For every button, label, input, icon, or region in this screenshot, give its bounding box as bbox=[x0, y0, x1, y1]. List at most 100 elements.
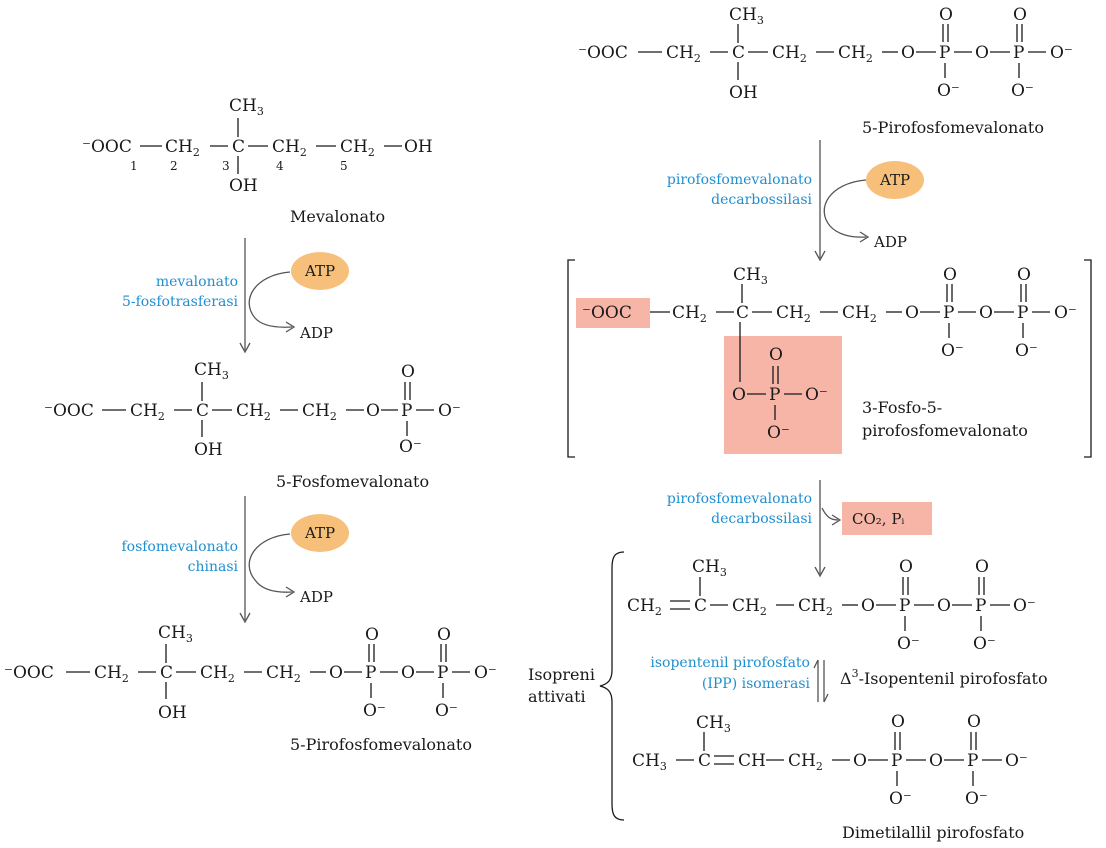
svg-text:⁻OOC: ⁻OOC bbox=[582, 303, 632, 323]
svg-text:C: C bbox=[694, 596, 707, 616]
dmapp-structure: CH3 C CH3 CH CH2 O P O O⁻ O P O O⁻ O⁻ bbox=[632, 712, 1028, 809]
svg-text:OH: OH bbox=[229, 176, 258, 196]
svg-text:CH2: CH2 bbox=[672, 303, 707, 325]
svg-text:C: C bbox=[736, 303, 749, 323]
highlight-carboxylate bbox=[576, 298, 650, 328]
enzyme-5-line2: (IPP) isomerasi bbox=[702, 676, 811, 692]
svg-text:P: P bbox=[891, 751, 902, 771]
group-label-line1: Isopreni bbox=[528, 665, 595, 684]
pirofosfomevalonato-structure-right: ⁻OOC CH2 C CH3 OH CH2 CH2 O P O O⁻ O P O… bbox=[578, 5, 1073, 103]
svg-text:O: O bbox=[769, 345, 783, 365]
highlight-co2-pi bbox=[842, 502, 932, 535]
svg-text:P: P bbox=[401, 401, 412, 421]
svg-text:C: C bbox=[732, 43, 745, 63]
atp-label-2: ATP bbox=[304, 524, 335, 542]
svg-text:O: O bbox=[899, 557, 913, 577]
svg-text:CH3: CH3 bbox=[632, 751, 667, 773]
svg-text:CH2: CH2 bbox=[838, 43, 873, 65]
svg-text:CH2: CH2 bbox=[732, 596, 767, 618]
svg-text:CH3: CH3 bbox=[692, 557, 727, 579]
svg-text:O⁻: O⁻ bbox=[1011, 81, 1034, 101]
atp-label-1: ATP bbox=[304, 262, 335, 280]
svg-text:CH3: CH3 bbox=[733, 265, 768, 287]
svg-text:CH2: CH2 bbox=[627, 596, 662, 618]
svg-text:C: C bbox=[232, 137, 245, 157]
co2-pi-label: CO₂, Pᵢ bbox=[852, 510, 904, 528]
step-1-arrow bbox=[239, 238, 296, 354]
svg-text:P: P bbox=[1013, 43, 1024, 63]
svg-text:O⁻: O⁻ bbox=[438, 401, 461, 421]
svg-text:CH2: CH2 bbox=[842, 303, 877, 325]
ipp-structure: CH2 C CH3 CH2 CH2 O P O O⁻ O P O O⁻ O⁻ bbox=[627, 557, 1036, 654]
svg-text:O: O bbox=[853, 751, 867, 771]
svg-text:CH3: CH3 bbox=[696, 713, 731, 735]
label-pirofosfomevalonato-left: 5-Pirofosfomevalonato bbox=[290, 735, 472, 754]
svg-text:CH2: CH2 bbox=[776, 303, 811, 325]
enzyme-4-line2: decarbossilasi bbox=[711, 511, 812, 527]
svg-text:CH3: CH3 bbox=[194, 360, 229, 382]
svg-text:O⁻: O⁻ bbox=[435, 701, 458, 721]
svg-text:O⁻: O⁻ bbox=[941, 341, 964, 361]
svg-text:O⁻: O⁻ bbox=[965, 789, 988, 809]
isomerase-equilibrium-arrows bbox=[813, 659, 829, 703]
svg-text:O: O bbox=[975, 43, 989, 63]
svg-text:C: C bbox=[160, 663, 173, 683]
svg-text:CH2: CH2 bbox=[798, 596, 833, 618]
svg-text:CH2: CH2 bbox=[302, 401, 337, 423]
step-4-arrow bbox=[814, 480, 842, 578]
svg-text:P: P bbox=[943, 303, 954, 323]
label-dmapp: Dimetilallil pirofosfato bbox=[842, 823, 1024, 842]
svg-text:P: P bbox=[967, 751, 978, 771]
step-3-arrow bbox=[814, 140, 870, 262]
intermediate-bracket bbox=[567, 259, 1092, 458]
atp-label-3: ATP bbox=[879, 171, 910, 189]
svg-text:O: O bbox=[437, 625, 451, 645]
svg-text:O: O bbox=[366, 401, 380, 421]
label-pirofosfomevalonato-right: 5-Pirofosfomevalonato bbox=[862, 118, 1044, 137]
svg-text:P: P bbox=[437, 663, 448, 683]
fosfomevalonato-structure: ⁻OOC CH2 C CH3 OH CH2 CH2 O P O O⁻ O⁻ bbox=[44, 360, 461, 460]
enzyme-3-line1: pirofosfomevalonato bbox=[667, 172, 812, 188]
svg-text:C: C bbox=[196, 401, 209, 421]
svg-text:CH2: CH2 bbox=[94, 663, 129, 685]
pirofosfomevalonato-structure-left: ⁻OOC CH2 C CH3 OH CH2 CH2 O P O O⁻ O P O… bbox=[4, 623, 497, 723]
svg-text:O⁻: O⁻ bbox=[1013, 596, 1036, 616]
svg-text:O: O bbox=[891, 712, 905, 732]
enzyme-1-line2: 5-fosfotrasferasi bbox=[122, 294, 239, 310]
svg-text:O: O bbox=[401, 362, 415, 382]
carboxylate-group: ⁻OOC bbox=[82, 137, 132, 157]
carbon-number-5: 5 bbox=[340, 159, 348, 173]
carbon-number-4: 4 bbox=[276, 159, 284, 173]
svg-text:O: O bbox=[929, 751, 943, 771]
svg-text:CH2: CH2 bbox=[772, 43, 807, 65]
svg-text:P: P bbox=[939, 43, 950, 63]
label-ipp: Δ3-Isopentenil pirofosfato bbox=[840, 667, 1048, 688]
highlight-phosphate bbox=[724, 336, 842, 454]
mevalonato-structure: ⁻OOC CH2 C CH3 OH CH2 CH2 OH 1 2 3 4 5 bbox=[82, 96, 433, 196]
label-fosfo-line1: 3-Fosfo-5- bbox=[862, 398, 942, 417]
svg-text:O⁻: O⁻ bbox=[973, 634, 996, 654]
enzyme-4-line1: pirofosfomevalonato bbox=[667, 491, 812, 507]
fosfo-pirofosfomevalonato-structure: ⁻OOC CH2 C CH3 CH2 CH2 O P O O⁻ O P O O⁻… bbox=[582, 265, 1077, 443]
carbon-number-3: 3 bbox=[222, 159, 230, 173]
enzyme-2-line1: fosfomevalonato bbox=[121, 539, 238, 555]
svg-text:O: O bbox=[1017, 265, 1031, 285]
enzyme-3-line2: decarbossilasi bbox=[711, 192, 812, 208]
svg-text:O⁻: O⁻ bbox=[1054, 303, 1077, 323]
svg-text:O⁻: O⁻ bbox=[399, 437, 422, 457]
svg-text:O⁻: O⁻ bbox=[1005, 751, 1028, 771]
svg-text:O⁻: O⁻ bbox=[767, 423, 790, 443]
adp-label-3: ADP bbox=[873, 233, 907, 251]
svg-text:O: O bbox=[905, 303, 919, 323]
svg-text:CH2: CH2 bbox=[266, 663, 301, 685]
svg-text:C: C bbox=[698, 751, 711, 771]
isoprene-brace bbox=[599, 551, 625, 821]
svg-text:⁻OOC: ⁻OOC bbox=[4, 663, 54, 683]
svg-text:O: O bbox=[937, 596, 951, 616]
enzyme-2-line2: chinasi bbox=[188, 559, 239, 575]
svg-text:P: P bbox=[365, 663, 376, 683]
svg-text:CH2: CH2 bbox=[130, 401, 165, 423]
svg-text:⁻OOC: ⁻OOC bbox=[578, 43, 628, 63]
svg-text:OH: OH bbox=[194, 440, 223, 460]
atp-badge-1 bbox=[291, 252, 349, 290]
